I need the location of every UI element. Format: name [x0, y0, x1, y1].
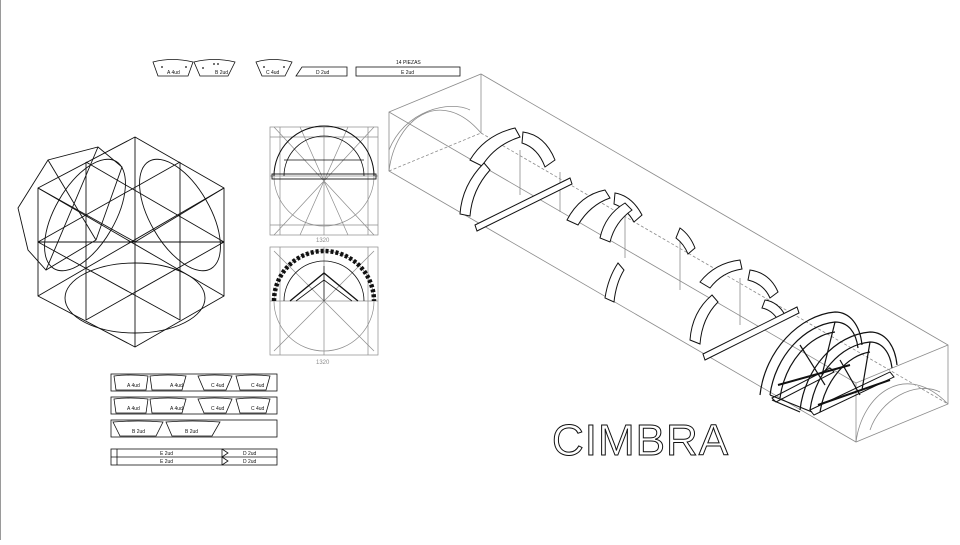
assembled-arches — [759, 311, 898, 416]
sheet2-label-3: C 4ud — [211, 406, 225, 412]
sheet4-label-e1: E 2ud — [160, 451, 173, 457]
top-count-label: 14 PIEZAS — [396, 60, 421, 66]
sheet2-label-2: A 4ud — [170, 406, 183, 412]
piece-b-outline — [193, 59, 236, 77]
beam-2 — [702, 306, 800, 361]
sheet2-label-4: C 4ud — [251, 406, 265, 412]
segment-2c — [599, 202, 633, 243]
segment-4c — [689, 294, 719, 345]
sheet1-label-2: A 4ud — [170, 383, 183, 389]
piece-d-outline — [295, 66, 348, 77]
segment-2a — [566, 189, 611, 226]
segment-3b — [604, 262, 625, 303]
cut-sheet-3 — [110, 419, 278, 438]
segment-3a — [675, 227, 696, 255]
cube-top-ellipse — [64, 262, 206, 334]
box-outline — [388, 73, 949, 443]
isometric-cube-drawing — [17, 136, 225, 348]
cut-sheet-4 — [110, 448, 278, 466]
cube-rotated-face — [17, 146, 123, 271]
sheet4-label-d1: D 2ud — [243, 451, 257, 457]
segment-4a — [699, 259, 743, 289]
top-label-d: D 2ud — [316, 70, 330, 76]
piece-a-outline — [152, 59, 194, 77]
cube-right-ellipse — [139, 158, 221, 272]
beam-1 — [474, 177, 573, 232]
segment-1c — [459, 162, 491, 217]
sheet1-label-4: C 4ud — [251, 383, 265, 389]
elevation-dim-bottom: 1320 — [316, 360, 330, 366]
top-label-a: A 4ud — [167, 70, 180, 76]
sheet4-label-d2: D 2ud — [243, 459, 257, 465]
sheet4-label-e2: E 2ud — [160, 459, 173, 465]
top-label-e: E 2ud — [401, 70, 414, 76]
arch-elevation-top — [269, 125, 379, 236]
isometric-cimbra-assembly — [388, 73, 949, 443]
top-piece-strip — [152, 59, 461, 77]
arch-elevation-bottom — [269, 246, 379, 356]
segment-1b — [521, 131, 556, 168]
sheet1-label-3: C 4ud — [211, 383, 225, 389]
piece-c-outline — [255, 59, 293, 77]
top-label-b: B 2ud — [215, 70, 228, 76]
segment-4b — [747, 269, 779, 299]
sheet3-label-2: B 2ud — [185, 429, 198, 435]
sheet2-label-1: A 4ud — [127, 406, 140, 412]
cube-left-ellipse — [44, 158, 126, 272]
cimbra-segments — [459, 127, 800, 361]
sheet-border-line — [0, 0, 1, 540]
cut-sheet-1 — [110, 373, 278, 392]
cut-sheet-2 — [110, 396, 278, 415]
segment-1a — [469, 127, 521, 167]
elevation-dim-top: 1320 — [316, 238, 330, 244]
drawing-title: CIMBRA — [552, 416, 729, 465]
top-label-c: C 4ud — [266, 70, 280, 76]
sheet1-label-1: A 4ud — [127, 383, 140, 389]
piece-e-outline — [355, 66, 461, 77]
sheet3-label-1: B 2ud — [132, 429, 145, 435]
